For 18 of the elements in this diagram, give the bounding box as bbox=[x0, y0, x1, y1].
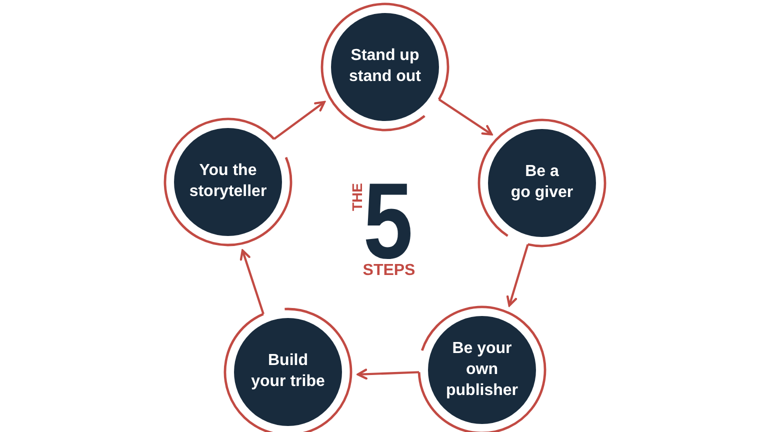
arrow bbox=[506, 244, 529, 307]
arrow bbox=[240, 249, 264, 314]
heading-word: THE bbox=[350, 183, 364, 211]
step-label: Be a go giver bbox=[510, 162, 574, 203]
arrow bbox=[273, 100, 326, 140]
step-label: Be your own publisher bbox=[446, 338, 518, 400]
step-circle bbox=[476, 117, 608, 249]
step-circle bbox=[416, 304, 548, 432]
step-label: You the storyteller bbox=[189, 161, 267, 202]
arrow bbox=[438, 98, 493, 136]
step-label: Stand up stand out bbox=[349, 46, 421, 87]
step-circle bbox=[319, 1, 451, 133]
step-circle bbox=[222, 306, 354, 432]
step-circle bbox=[162, 116, 294, 248]
arrow bbox=[356, 368, 420, 380]
heading-word: STEPS bbox=[362, 263, 416, 279]
step-label: Build your tribe bbox=[251, 351, 325, 392]
big-number: 5 bbox=[363, 181, 413, 261]
